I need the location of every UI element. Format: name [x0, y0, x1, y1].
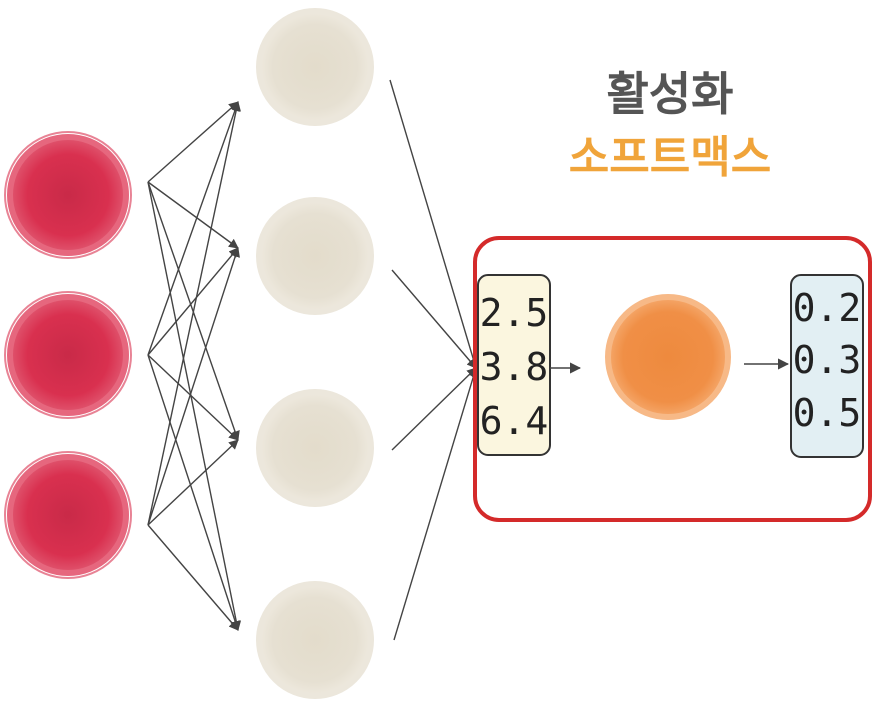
hidden-node [256, 581, 374, 699]
logit-value: 3.8 [480, 345, 549, 389]
activation-title: 활성화 [607, 67, 734, 121]
connection-line [147, 101, 240, 356]
hidden-node [256, 197, 374, 315]
softmax-frame [473, 236, 872, 522]
connection-line [147, 439, 239, 526]
input-layer [4, 131, 132, 579]
connection-line [147, 101, 239, 183]
connection-line [147, 181, 239, 249]
logit-value: 6.4 [480, 399, 549, 443]
input-node-ring [4, 291, 132, 419]
input-node [7, 454, 129, 576]
logits-box: 2.5 3.8 6.4 [477, 274, 551, 456]
connection-line [147, 247, 239, 356]
connection-line [147, 101, 241, 526]
input-node-ring [4, 451, 132, 579]
hidden-output-connections [389, 79, 479, 641]
connection-line [147, 247, 240, 526]
logit-value: 2.5 [480, 291, 549, 335]
probabilities-box: 0.2 0.3 0.5 [790, 274, 864, 458]
hidden-layer [256, 8, 374, 699]
hidden-node [256, 8, 374, 126]
input-node-ring [4, 131, 132, 259]
hidden-node [256, 389, 374, 507]
probability-value: 0.3 [793, 338, 862, 382]
connection-line [391, 367, 477, 451]
connection-line [147, 181, 242, 631]
connection-line [391, 269, 477, 369]
connection-line [393, 367, 479, 641]
input-node [7, 294, 129, 416]
input-node [7, 134, 129, 256]
connection-line [389, 79, 479, 369]
probability-value: 0.2 [793, 286, 862, 330]
softmax-subtitle: 소프트맥스 [569, 132, 771, 183]
connection-line [147, 354, 239, 441]
softmax-node [605, 294, 731, 420]
connection-line [147, 354, 240, 631]
connection-line [147, 524, 239, 631]
probability-value: 0.5 [793, 391, 862, 435]
input-hidden-connections [147, 101, 242, 631]
